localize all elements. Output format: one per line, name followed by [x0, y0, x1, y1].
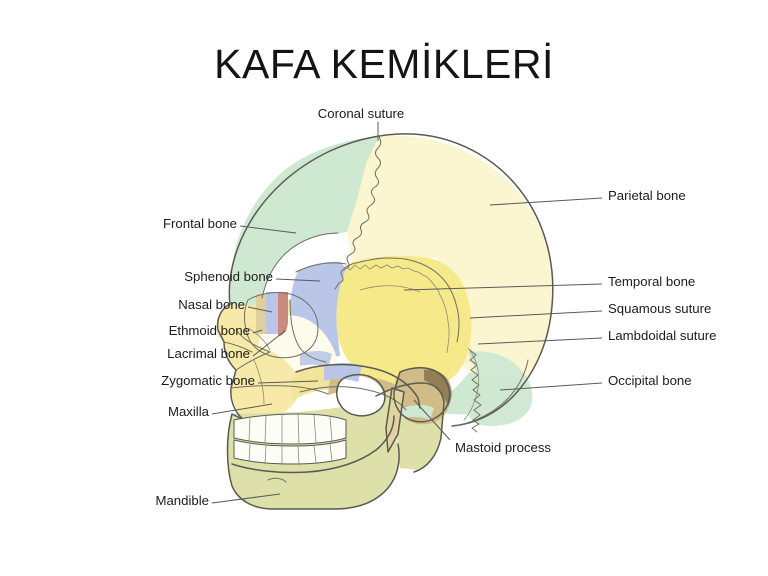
squamous-suture-zigzag [345, 264, 450, 354]
ethmoid-bone-region [256, 294, 266, 334]
label-parietal-bone: Parietal bone [608, 188, 686, 203]
maxilla-detail-b [247, 327, 271, 351]
external-auditory-meatus [338, 376, 384, 416]
squamous-suture-line [343, 257, 460, 343]
zygomatic-arch-outline [295, 363, 421, 409]
leader-nasal-bone [247, 306, 273, 313]
ear-canal-outline [336, 373, 386, 417]
orbit-outline [244, 292, 319, 359]
nasal-bone-region [266, 292, 278, 334]
sphenoid-border [289, 299, 327, 363]
leader-mastoid-process [413, 399, 451, 441]
label-sphenoid-bone: Sphenoid bone [184, 269, 273, 284]
leader-sphenoid-bone [275, 278, 321, 282]
upper-teeth [233, 413, 347, 445]
occipital-sliver [402, 405, 434, 420]
label-frontal-bone: Frontal bone [162, 216, 237, 231]
cranium-outline [228, 133, 554, 427]
mastoid-process-outline [393, 367, 451, 423]
occipital-boundary [451, 359, 529, 427]
mandibular-ramus-outline [375, 382, 445, 473]
coronal-suture-line [334, 136, 382, 290]
label-occipital-bone: Occipital bone [608, 373, 692, 388]
label-mandible: Mandible [155, 493, 209, 508]
parietal-bone-region [347, 135, 553, 385]
mandible-outline [231, 415, 395, 474]
leader-frontal-bone [239, 225, 297, 234]
label-ethmoid-bone: Ethmoid bone [168, 323, 250, 338]
nasal-spine [223, 341, 253, 353]
label-lambdoidal-suture: Lambdoidal suture [608, 328, 717, 343]
label-temporal-bone: Temporal bone [608, 274, 696, 289]
leader-lacrimal-bone [252, 329, 287, 357]
leader-ethmoid-bone [252, 329, 263, 334]
leader-occipital-bone [499, 382, 603, 391]
leader-parietal-bone [489, 197, 603, 206]
label-maxilla: Maxilla [167, 404, 209, 419]
upper-teeth-divisions [248, 413, 333, 445]
maxilla-outline [230, 385, 329, 395]
leader-temporal-bone [403, 283, 603, 291]
leader-lines [211, 122, 603, 504]
lower-teeth [233, 439, 347, 465]
lacrimal-bone-region [278, 292, 288, 336]
mental-foramen [267, 477, 287, 483]
temporal-detail-line [359, 285, 421, 293]
leader-mandible [211, 493, 281, 504]
lower-teeth-divisions [248, 443, 333, 466]
leader-lambdoidal-suture [477, 337, 603, 345]
label-mastoid-process: Mastoid process [455, 440, 552, 455]
label-squamous-suture: Squamous suture [608, 301, 712, 316]
leader-squamous-suture [469, 310, 603, 319]
label-coronal-suture: Coronal suture [317, 106, 405, 121]
nasal-aperture-outline [235, 329, 271, 371]
maxilla-detail-a [253, 359, 265, 405]
styloid-process-outline [385, 387, 405, 453]
facial-profile-outline [216, 303, 400, 510]
frontal-bone-region [229, 136, 379, 306]
lambdoidal-suture-branch [463, 347, 480, 421]
sphenoid-lesser-wing [324, 363, 362, 382]
occipital-bone-upper [466, 351, 533, 427]
frontal-parietal-boundary [261, 232, 339, 299]
sphenoid-border-upper [295, 262, 347, 273]
page-title: KAFA KEMİKLERİ [214, 41, 554, 87]
label-nasal-bone: Nasal bone [178, 297, 245, 312]
leader-zygomatic-bone [257, 380, 319, 384]
label-lacrimal-bone: Lacrimal bone [167, 346, 250, 361]
label-zygomatic-bone: Zygomatic bone [161, 373, 255, 388]
zygomatic-arch-inner [299, 386, 407, 411]
leader-maxilla [211, 403, 273, 415]
